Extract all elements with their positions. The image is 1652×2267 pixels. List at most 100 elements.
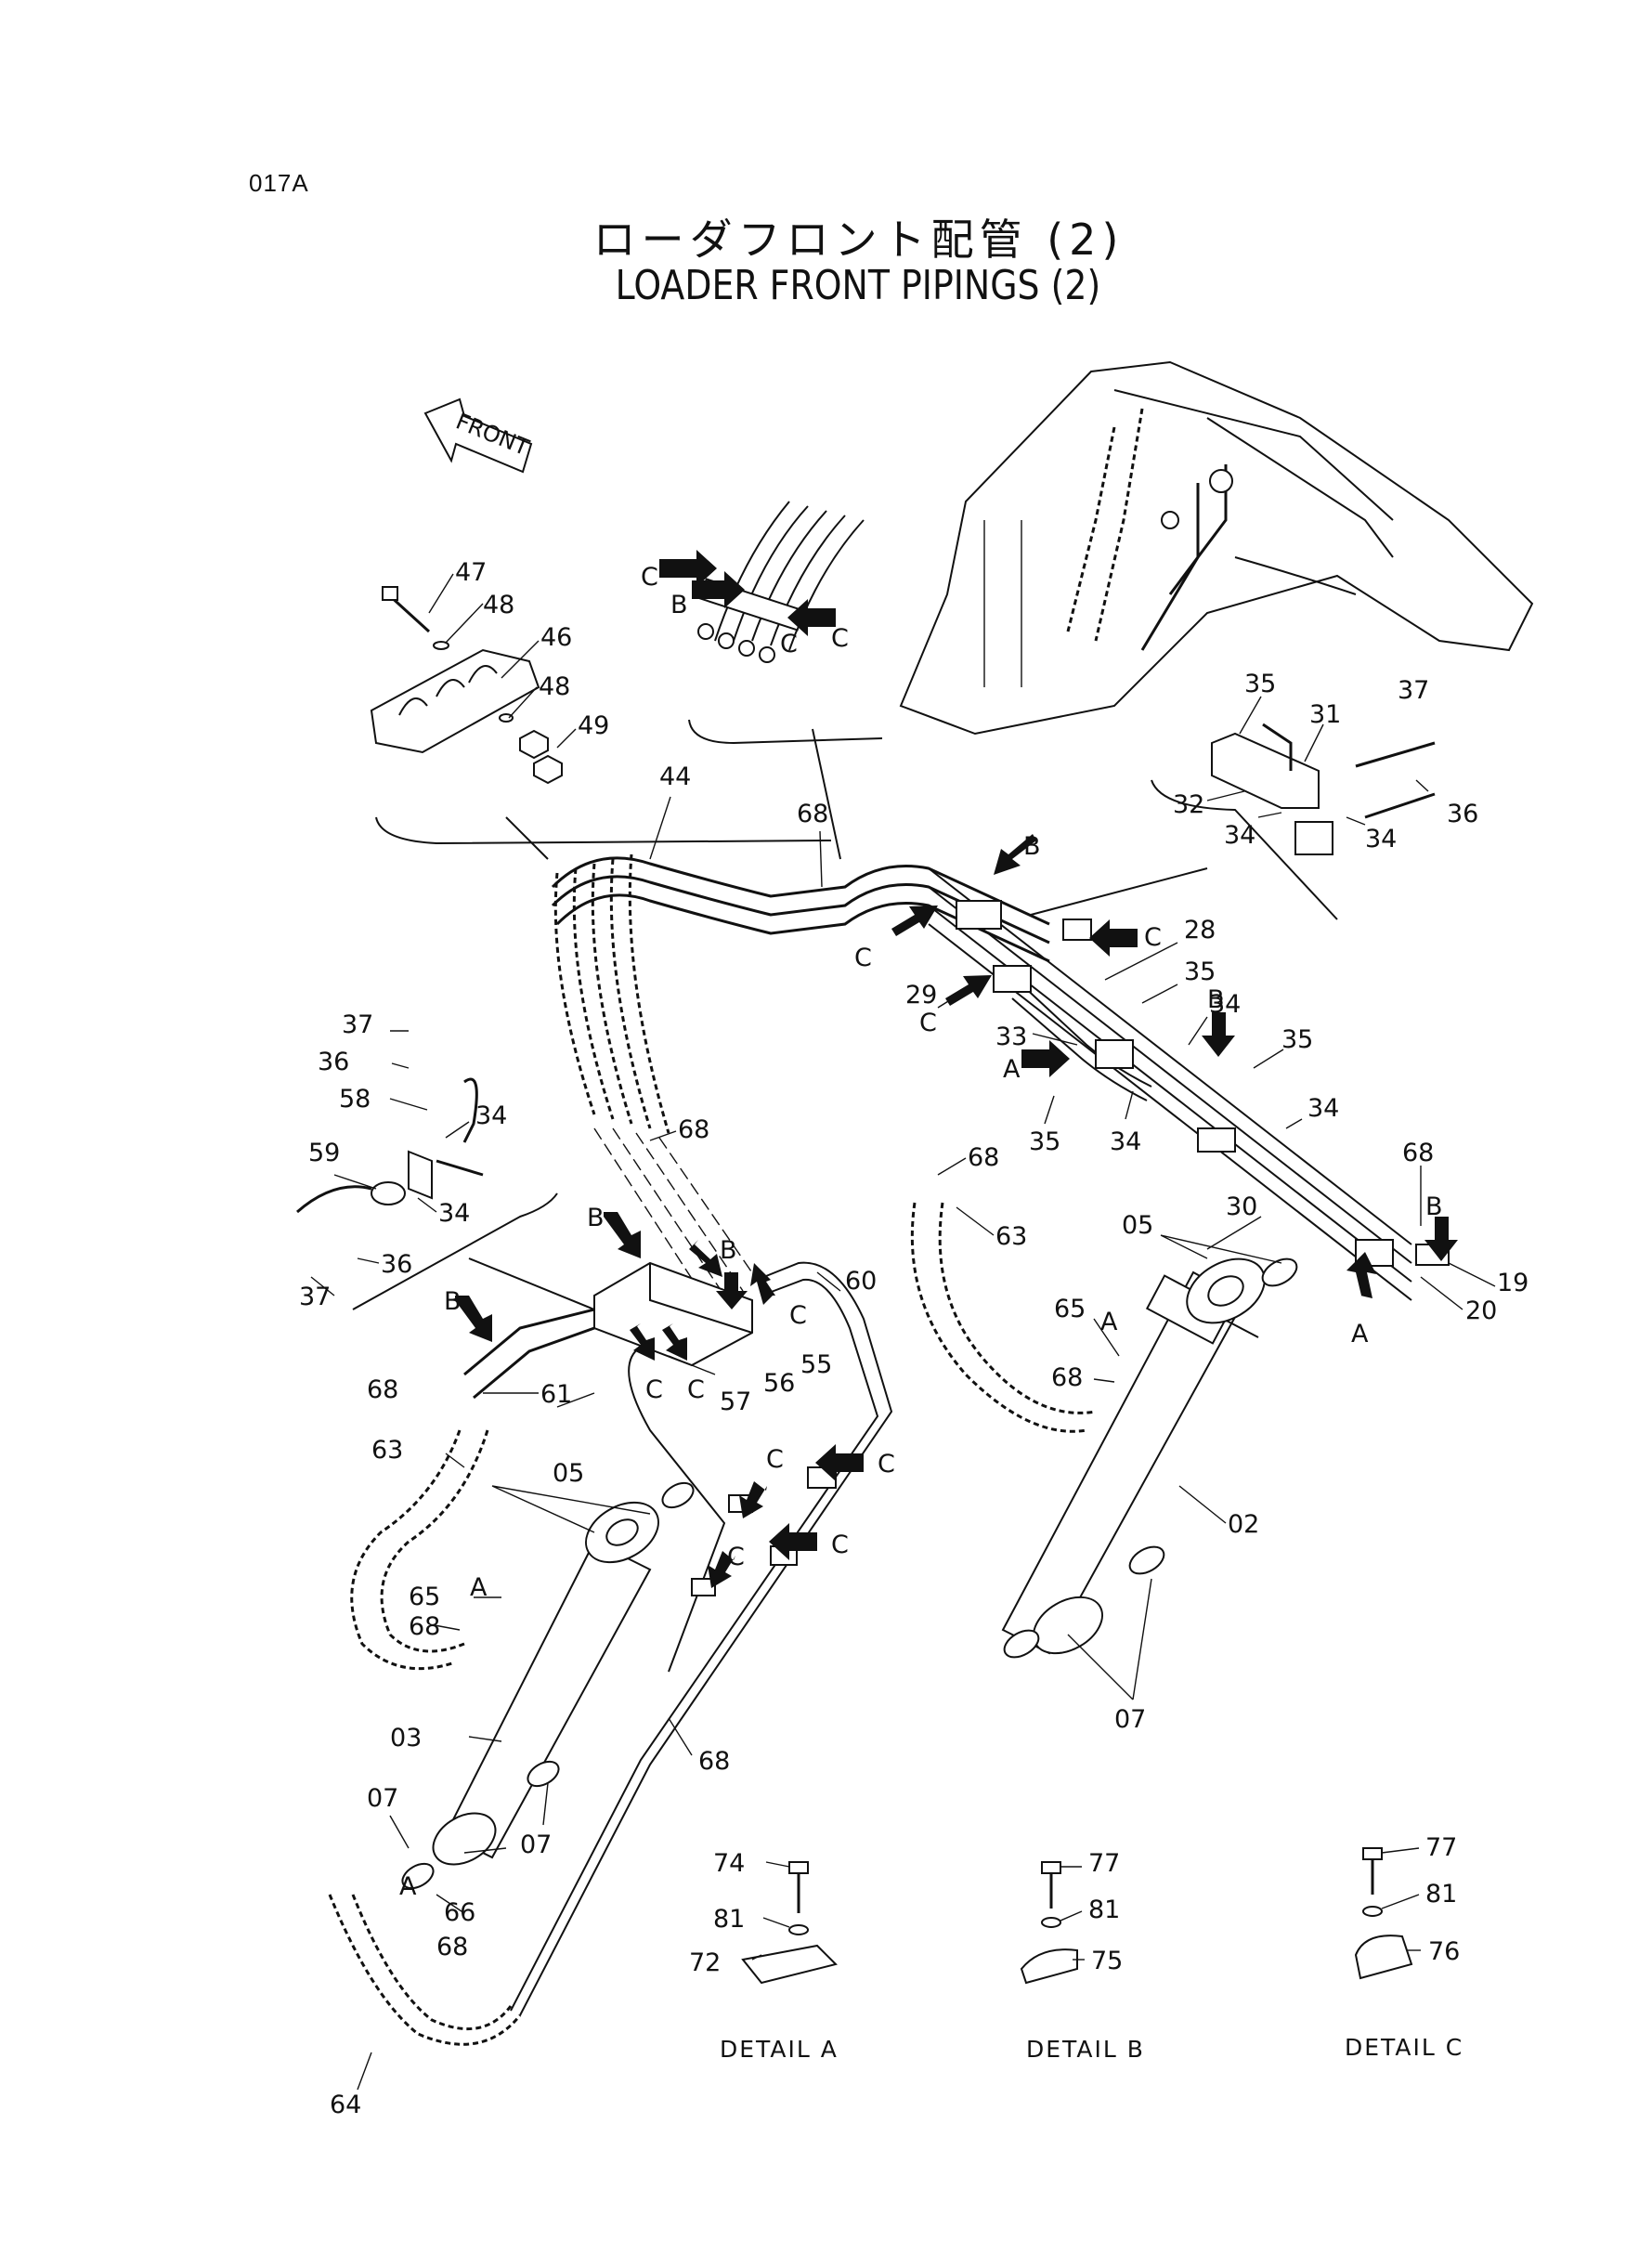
- svg-text:B: B: [587, 1204, 605, 1232]
- callout-68: 68: [797, 800, 828, 828]
- outline-arc-2: [688, 719, 883, 745]
- callout-37: 37: [299, 1283, 331, 1311]
- svg-text:C: C: [1144, 923, 1162, 952]
- clamp-group-right: [1211, 723, 1436, 855]
- callout-68: 68: [409, 1612, 440, 1641]
- svg-text:B: B: [670, 591, 688, 619]
- clamp-group-left: [296, 1077, 484, 1214]
- svg-text:C: C: [766, 1445, 784, 1474]
- callout-35: 35: [1281, 1025, 1313, 1054]
- callout-55: 55: [800, 1350, 832, 1379]
- svg-text:C: C: [780, 630, 798, 658]
- callout-36: 36: [381, 1250, 412, 1279]
- callout-35: 35: [1029, 1127, 1060, 1156]
- svg-text:A: A: [399, 1872, 417, 1901]
- detail-a-parts: [741, 1861, 838, 1985]
- svg-text:B: B: [1023, 832, 1041, 861]
- callout-35: 35: [1244, 670, 1276, 698]
- svg-text:B: B: [1207, 985, 1225, 1014]
- page-code: 017A: [249, 169, 309, 197]
- callout-65: 65: [409, 1583, 440, 1611]
- detail-a-part-74: 74: [713, 1849, 745, 1878]
- pipes-60-61: [510, 1261, 893, 2016]
- callout-68: 68: [1051, 1363, 1083, 1392]
- detail-b-part-77: 77: [1088, 1849, 1120, 1878]
- callout-34: 34: [1224, 821, 1255, 850]
- cylinder-03: [401, 1481, 695, 1890]
- callout-33: 33: [995, 1023, 1027, 1051]
- callout-68: 68: [436, 1933, 468, 1961]
- callout-35: 35: [1184, 958, 1216, 986]
- callout-34: 34: [1365, 825, 1397, 853]
- callout-20: 20: [1465, 1296, 1497, 1325]
- detail-a-part-72: 72: [689, 1948, 721, 1977]
- callout-49: 49: [578, 711, 609, 740]
- detail-c-part-76: 76: [1428, 1937, 1460, 1966]
- callout-30: 30: [1226, 1192, 1257, 1221]
- callout-28: 28: [1184, 916, 1216, 945]
- callout-37: 37: [1398, 676, 1429, 705]
- svg-text:C: C: [641, 563, 658, 592]
- callout-68: 68: [1402, 1139, 1434, 1167]
- callout-58: 58: [339, 1085, 371, 1114]
- front-direction-arrow: FRONT: [423, 397, 533, 474]
- svg-text:B: B: [720, 1236, 737, 1265]
- part-callouts: 47 48 46 48 49 44 68 35 31 37 32 34 34 3…: [299, 558, 1528, 2119]
- detail-c-label: DETAIL C: [1345, 2034, 1463, 2061]
- callout-65: 65: [1054, 1295, 1086, 1323]
- callout-34: 34: [438, 1199, 470, 1228]
- callout-68: 68: [968, 1143, 999, 1172]
- callout-66: 66: [444, 1898, 475, 1927]
- callout-61: 61: [540, 1380, 572, 1409]
- hose-64: [328, 1894, 522, 2046]
- svg-text:C: C: [831, 1531, 849, 1559]
- callout-47: 47: [455, 558, 487, 587]
- svg-text:C: C: [727, 1543, 745, 1571]
- callout-31: 31: [1309, 700, 1341, 729]
- callout-07: 07: [520, 1831, 552, 1859]
- callout-68: 68: [678, 1115, 709, 1144]
- callout-32: 32: [1173, 790, 1204, 819]
- detail-b-parts: [1020, 1861, 1078, 1985]
- callout-34: 34: [475, 1101, 507, 1130]
- detail-c: 77 81 76 DETAIL C: [1345, 1833, 1463, 2061]
- cylinder-02: [1001, 1257, 1298, 1659]
- callout-05: 05: [553, 1459, 584, 1488]
- loader-arm: [899, 360, 1534, 736]
- svg-text:C: C: [645, 1375, 663, 1404]
- detail-a-label: DETAIL A: [720, 2036, 839, 2063]
- detail-b-label: DETAIL B: [1026, 2036, 1145, 2063]
- svg-text:C: C: [789, 1301, 807, 1330]
- callout-19: 19: [1497, 1269, 1528, 1297]
- callout-29: 29: [905, 981, 937, 1010]
- callout-48: 48: [539, 672, 570, 701]
- callout-59: 59: [308, 1139, 340, 1167]
- callout-68: 68: [698, 1747, 730, 1776]
- callout-57: 57: [720, 1388, 751, 1416]
- svg-text:C: C: [687, 1375, 705, 1404]
- svg-text:A: A: [1100, 1308, 1118, 1336]
- valve-block: [463, 1261, 753, 1400]
- detail-c-parts: [1354, 1847, 1413, 1980]
- callout-36: 36: [318, 1048, 349, 1076]
- detail-b-part-81: 81: [1088, 1896, 1120, 1924]
- callout-68: 68: [367, 1375, 398, 1404]
- callout-02: 02: [1228, 1510, 1259, 1539]
- callout-60: 60: [845, 1267, 877, 1296]
- callout-48: 48: [483, 591, 514, 619]
- detail-b: 77 81 75 DETAIL B: [1026, 1849, 1145, 2063]
- clamp-bracket-46: [370, 586, 563, 785]
- svg-text:B: B: [1425, 1192, 1443, 1221]
- callout-07: 07: [1114, 1705, 1146, 1734]
- callout-37: 37: [342, 1010, 373, 1039]
- svg-text:C: C: [854, 944, 872, 972]
- callout-34: 34: [1209, 990, 1241, 1019]
- detail-c-part-77: 77: [1425, 1833, 1457, 1862]
- detail-a: 74 81 72 DETAIL A: [689, 1849, 839, 2063]
- outline-arc-1: [375, 816, 832, 845]
- outline-arc-4: [352, 1192, 558, 1310]
- main-pipe-bundle: [551, 856, 1450, 1301]
- callout-05: 05: [1122, 1211, 1153, 1240]
- callout-34: 34: [1110, 1127, 1141, 1156]
